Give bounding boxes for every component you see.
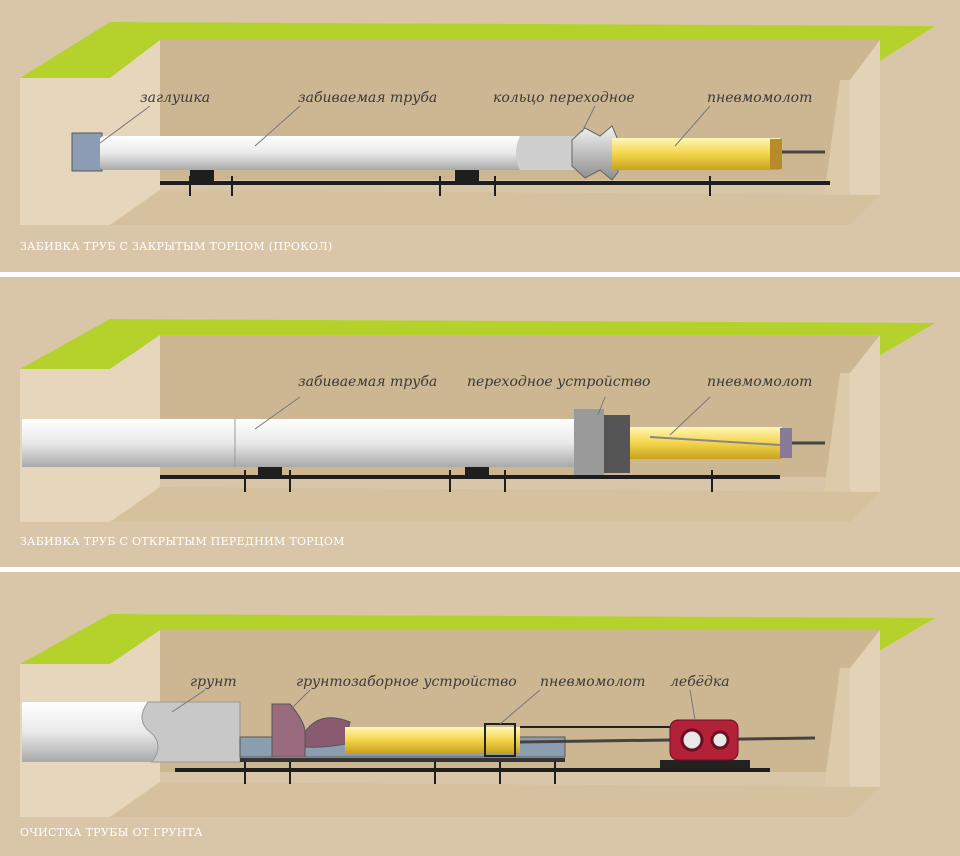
label-winch: лебёдка xyxy=(670,674,730,690)
scene-soil-removal xyxy=(20,614,935,817)
label-transition-ring: кольцо переходное xyxy=(493,90,635,106)
pit-right-slope xyxy=(820,668,850,817)
rail-stakes xyxy=(244,762,556,784)
pneumatic-hammer xyxy=(345,727,520,753)
label-pneumatic-hammer: пневмомолот xyxy=(707,90,813,106)
pit-right-slope xyxy=(820,373,850,522)
panel-soil-removal: грунт грунтозаборное устройство пневмомо… xyxy=(0,572,960,856)
winch-cable xyxy=(519,736,816,744)
soil-removal-device xyxy=(271,703,306,758)
pipe-end-cut xyxy=(516,136,575,170)
pit-right-wall xyxy=(850,630,880,817)
label-transition-device: переходное устройство xyxy=(467,374,651,390)
hammer-end-cap xyxy=(770,139,782,169)
scene-closed-end xyxy=(20,22,935,225)
pit-floor xyxy=(110,487,880,522)
transition-device xyxy=(600,415,630,473)
soil-plug xyxy=(141,701,241,763)
pit-right-wall xyxy=(850,40,880,225)
rail-support xyxy=(258,465,282,477)
label-end-plug: заглушка xyxy=(140,90,211,106)
panel-open-end-driving: забиваемая труба переходное устройство п… xyxy=(0,277,960,567)
caption-panel-3: ОЧИСТКА ТРУБЫ ОТ ГРУНТА xyxy=(20,826,203,839)
driven-pipe xyxy=(22,419,610,467)
transition-device-flange xyxy=(574,409,604,475)
winch-gear xyxy=(710,730,730,750)
label-pneumatic-hammer: пневмомолот xyxy=(707,374,813,390)
driven-pipe xyxy=(100,136,570,170)
end-plug xyxy=(71,132,103,172)
label-driven-pipe: забиваемая труба xyxy=(298,374,438,390)
label-soil: грунт xyxy=(190,674,237,690)
rail-support xyxy=(455,170,479,182)
pit-floor xyxy=(110,190,880,225)
pneumatic-hammer xyxy=(612,138,780,170)
hammer-rod xyxy=(649,436,781,446)
label-soil-removal-device: грунтозаборное устройство xyxy=(296,674,517,690)
rail-support xyxy=(190,170,214,182)
rail-stakes xyxy=(244,470,713,492)
caption-panel-2: ЗАБИВКА ТРУБ С ОТКРЫТЫМ ПЕРЕДНИМ ТОРЦОМ xyxy=(20,535,345,548)
pit-right-slope xyxy=(820,80,850,225)
label-driven-pipe: забиваемая труба xyxy=(298,90,438,106)
winch-drum xyxy=(680,728,704,752)
transition-ring xyxy=(571,125,619,181)
scene-open-end xyxy=(20,319,935,522)
hammer-end-cap xyxy=(780,428,792,458)
caption-panel-1: ЗАБИВКА ТРУБ С ЗАКРЫТЫМ ТОРЦОМ (ПРОКОЛ) xyxy=(20,240,333,253)
label-pneumatic-hammer: пневмомолот xyxy=(540,674,646,690)
pit-floor xyxy=(110,782,880,817)
rail-support xyxy=(465,465,489,477)
pit-right-wall xyxy=(850,335,880,522)
panel-closed-end-driving: заглушка забиваемая труба кольцо переход… xyxy=(0,0,960,272)
winch-base xyxy=(660,760,750,768)
